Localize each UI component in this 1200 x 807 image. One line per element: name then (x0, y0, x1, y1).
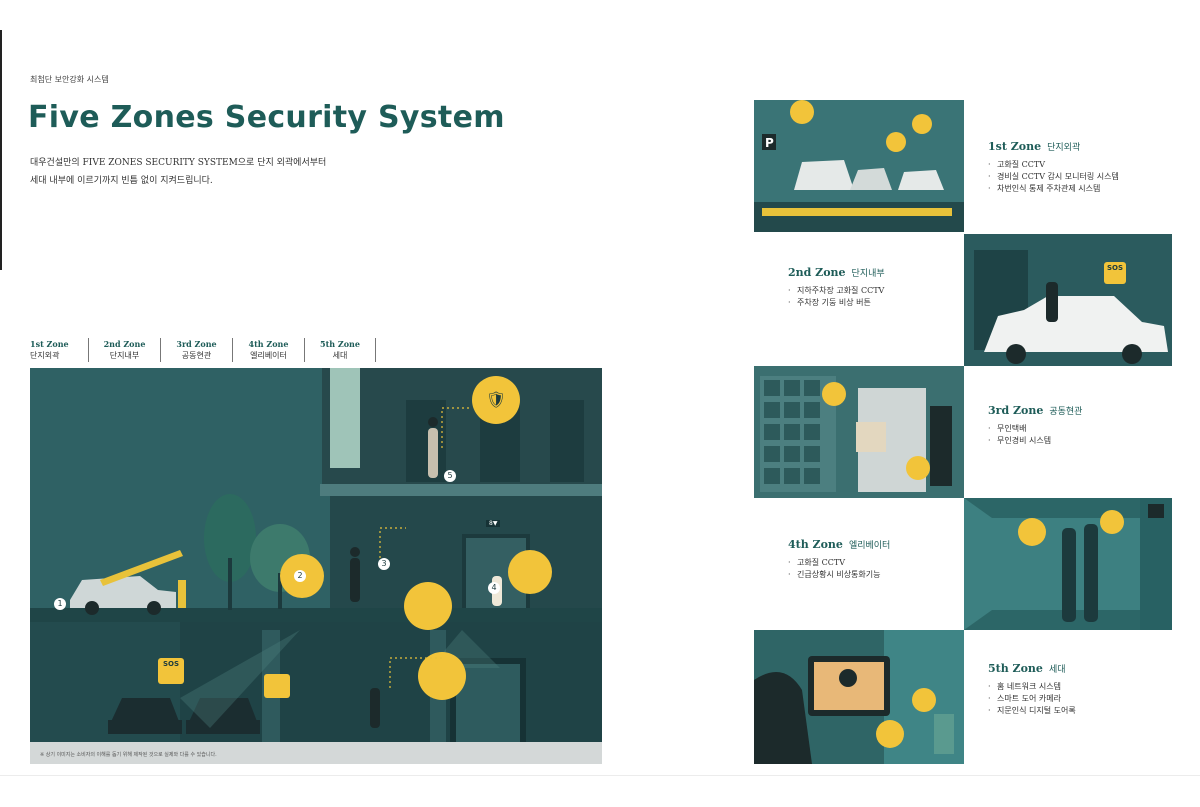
zone-tab-name: 2nd Zone (103, 339, 146, 349)
zone-tab-name: 5th Zone (320, 339, 360, 349)
building-cutaway-illustration: SOS 1 2 3 4 5 8▼ 🛡 ※ 상기 이미지는 소비자의 이해를 돕기… (30, 368, 602, 764)
zone-tab-name: 4th Zone (248, 339, 289, 349)
zone-name: 5th Zone (988, 662, 1043, 675)
zone-feature-list: 홈 네트워크 시스템 스마트 도어 카메라 지문인식 디지털 도어록 (988, 681, 1076, 717)
page-edge-rule (0, 30, 2, 270)
zone-tab-bar: 1st Zone 단지외곽 2nd Zone 단지내부 3rd Zone 공동현관 4… (30, 338, 376, 362)
zone-tab-5: 5th Zone 세대 (304, 338, 376, 362)
section-kicker: 최첨단 보안강화 시스템 (30, 75, 109, 84)
zone-tab-name: 1st Zone (30, 339, 69, 349)
zone-heading: 2nd Zone 단지내부 (788, 266, 885, 279)
zone-marker-4: 4 (488, 582, 500, 594)
page-bottom-rule (0, 775, 1200, 776)
zone-feature: 무인경비 시스템 (988, 435, 1082, 447)
lock-shield-icon: 🛡 (485, 390, 507, 409)
zone-heading: 1st Zone 단지외곽 (988, 140, 1119, 153)
zone-4-text: 4th Zone 엘리베이터 고화질 CCTV 긴급상황시 비상통화기능 (788, 538, 890, 581)
parking-sos-badge: SOS (162, 660, 180, 668)
zone-feature: 지하주차장 고화질 CCTV (788, 285, 885, 297)
intro-line: 대우건설만의 FIVE ZONES SECURITY SYSTEM으로 단지 외… (30, 158, 327, 168)
zone-sub: 세대 (1048, 665, 1066, 675)
zone-feature-list: 지하주차장 고화질 CCTV 주차장 기둥 비상 버튼 (788, 285, 885, 309)
zone-sub: 엘리베이터 (848, 541, 891, 551)
zone-sub: 공동현관 (1049, 407, 1083, 417)
zone-feature-list: 고화질 CCTV 긴급상황시 비상통화기능 (788, 557, 890, 581)
zone-marker-2: 2 (294, 570, 306, 582)
zone-5-illustration (754, 630, 964, 764)
zone-tab-sub: 엘리베이터 (250, 351, 287, 360)
zone-sub: 단지외곽 (1047, 143, 1081, 153)
zone-feature: 차번인식 통제 주차관제 시스템 (988, 183, 1119, 195)
zone-tab-1: 1st Zone 단지외곽 (30, 338, 88, 362)
zone-feature: 경비실 CCTV 감시 모니터링 시스템 (988, 171, 1119, 183)
zone-tab-sub: 공동현관 (181, 351, 212, 360)
zone-tab-2: 2nd Zone 단지내부 (88, 338, 160, 362)
zone-feature: 지문인식 디지털 도어록 (988, 705, 1076, 717)
zone-tab-3: 3rd Zone 공동현관 (160, 338, 232, 362)
zone-tab-sub: 세대 (332, 351, 348, 360)
zone-marker-3: 3 (378, 558, 390, 570)
intro-line: 세대 내부에 이르기까지 빈틈 없이 지켜드립니다. (30, 176, 213, 186)
zone-name: 2nd Zone (788, 266, 846, 279)
zone-3-text: 3rd Zone 공동현관 무인택배 무인경비 시스템 (988, 404, 1082, 447)
zone-4-illustration (964, 498, 1172, 630)
elevator-floor-display: 8▼ (486, 520, 501, 527)
zone-feature: 무인택배 (988, 423, 1082, 435)
caption-strip (30, 742, 602, 764)
zone-name: 3rd Zone (988, 404, 1044, 417)
zone-marker-5: 5 (444, 470, 456, 482)
zone-marker-1: 1 (54, 598, 66, 610)
zone-feature: 스마트 도어 카메라 (988, 693, 1076, 705)
zone-name: 4th Zone (788, 538, 843, 551)
sos-badge: SOS (1106, 264, 1124, 272)
page-title: Five Zones Security System (28, 100, 505, 135)
zone-heading: 5th Zone 세대 (988, 662, 1076, 675)
zone-feature: 긴급상황시 비상통화기능 (788, 569, 890, 581)
zone-1-text: 1st Zone 단지외곽 고화질 CCTV 경비실 CCTV 감시 모니터링 시… (988, 140, 1119, 195)
zone-sub: 단지내부 (851, 269, 885, 279)
zone-tab-name: 3rd Zone (176, 339, 217, 349)
zone-feature: 홈 네트워크 시스템 (988, 681, 1076, 693)
zone-tab-4: 4th Zone 엘리베이터 (232, 338, 304, 362)
zone-tab-sub: 단지내부 (109, 351, 140, 360)
zone-5-text: 5th Zone 세대 홈 네트워크 시스템 스마트 도어 카메라 지문인식 디지… (988, 662, 1076, 717)
parking-sign: P (765, 136, 774, 150)
zone-feature: 고화질 CCTV (788, 557, 890, 569)
zone-1-illustration: P (754, 100, 964, 232)
zone-tab-sub: 단지외곽 (30, 351, 60, 360)
zone-feature: 고화질 CCTV (988, 159, 1119, 171)
zone-2-illustration: SOS (964, 234, 1172, 366)
zone-2-text: 2nd Zone 단지내부 지하주차장 고화질 CCTV 주차장 기둥 비상 버튼 (788, 266, 885, 309)
zone-feature: 주차장 기둥 비상 버튼 (788, 297, 885, 309)
zone-heading: 3rd Zone 공동현관 (988, 404, 1082, 417)
zone-feature-list: 고화질 CCTV 경비실 CCTV 감시 모니터링 시스템 차번인식 통제 주차… (988, 159, 1119, 195)
zone-feature-list: 무인택배 무인경비 시스템 (988, 423, 1082, 447)
image-disclaimer: ※ 상기 이미지는 소비자의 이해를 돕기 위해 제작된 것으로 실제와 다를 … (40, 752, 217, 758)
intro-text: 대우건설만의 FIVE ZONES SECURITY SYSTEM으로 단지 외… (30, 154, 450, 190)
zone-3-illustration (754, 366, 964, 498)
zone-heading: 4th Zone 엘리베이터 (788, 538, 890, 551)
zone-name: 1st Zone (988, 140, 1042, 153)
